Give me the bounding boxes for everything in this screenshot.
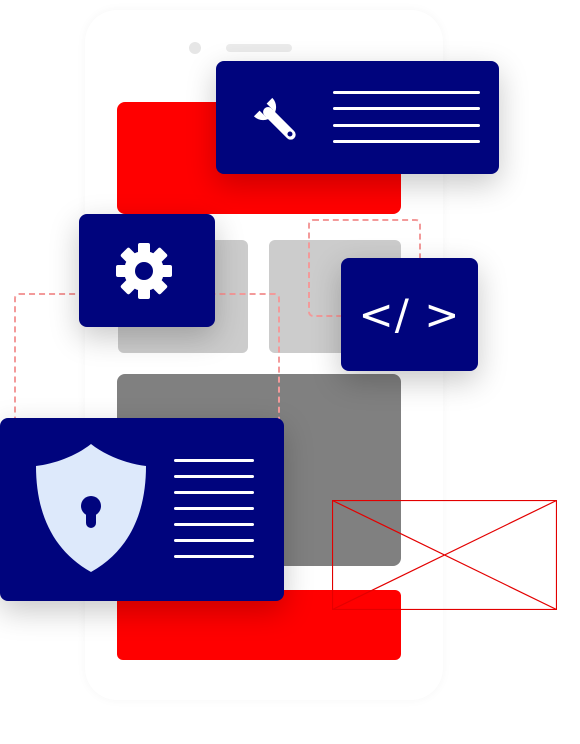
code-icon: </ > [358,290,461,339]
settings-card [79,214,215,327]
image-placeholder-icon [332,500,557,610]
shield-lock-icon [36,444,146,572]
security-card [0,418,284,601]
wrench-icon [253,97,296,140]
phone-speaker [226,44,292,52]
tools-card [216,61,499,174]
tools-text-lines [333,91,480,143]
security-text-lines [174,459,254,558]
gear-icon [116,243,172,299]
red-footer-block [117,590,401,660]
phone-camera [189,42,201,54]
code-card: </ > [341,258,478,371]
